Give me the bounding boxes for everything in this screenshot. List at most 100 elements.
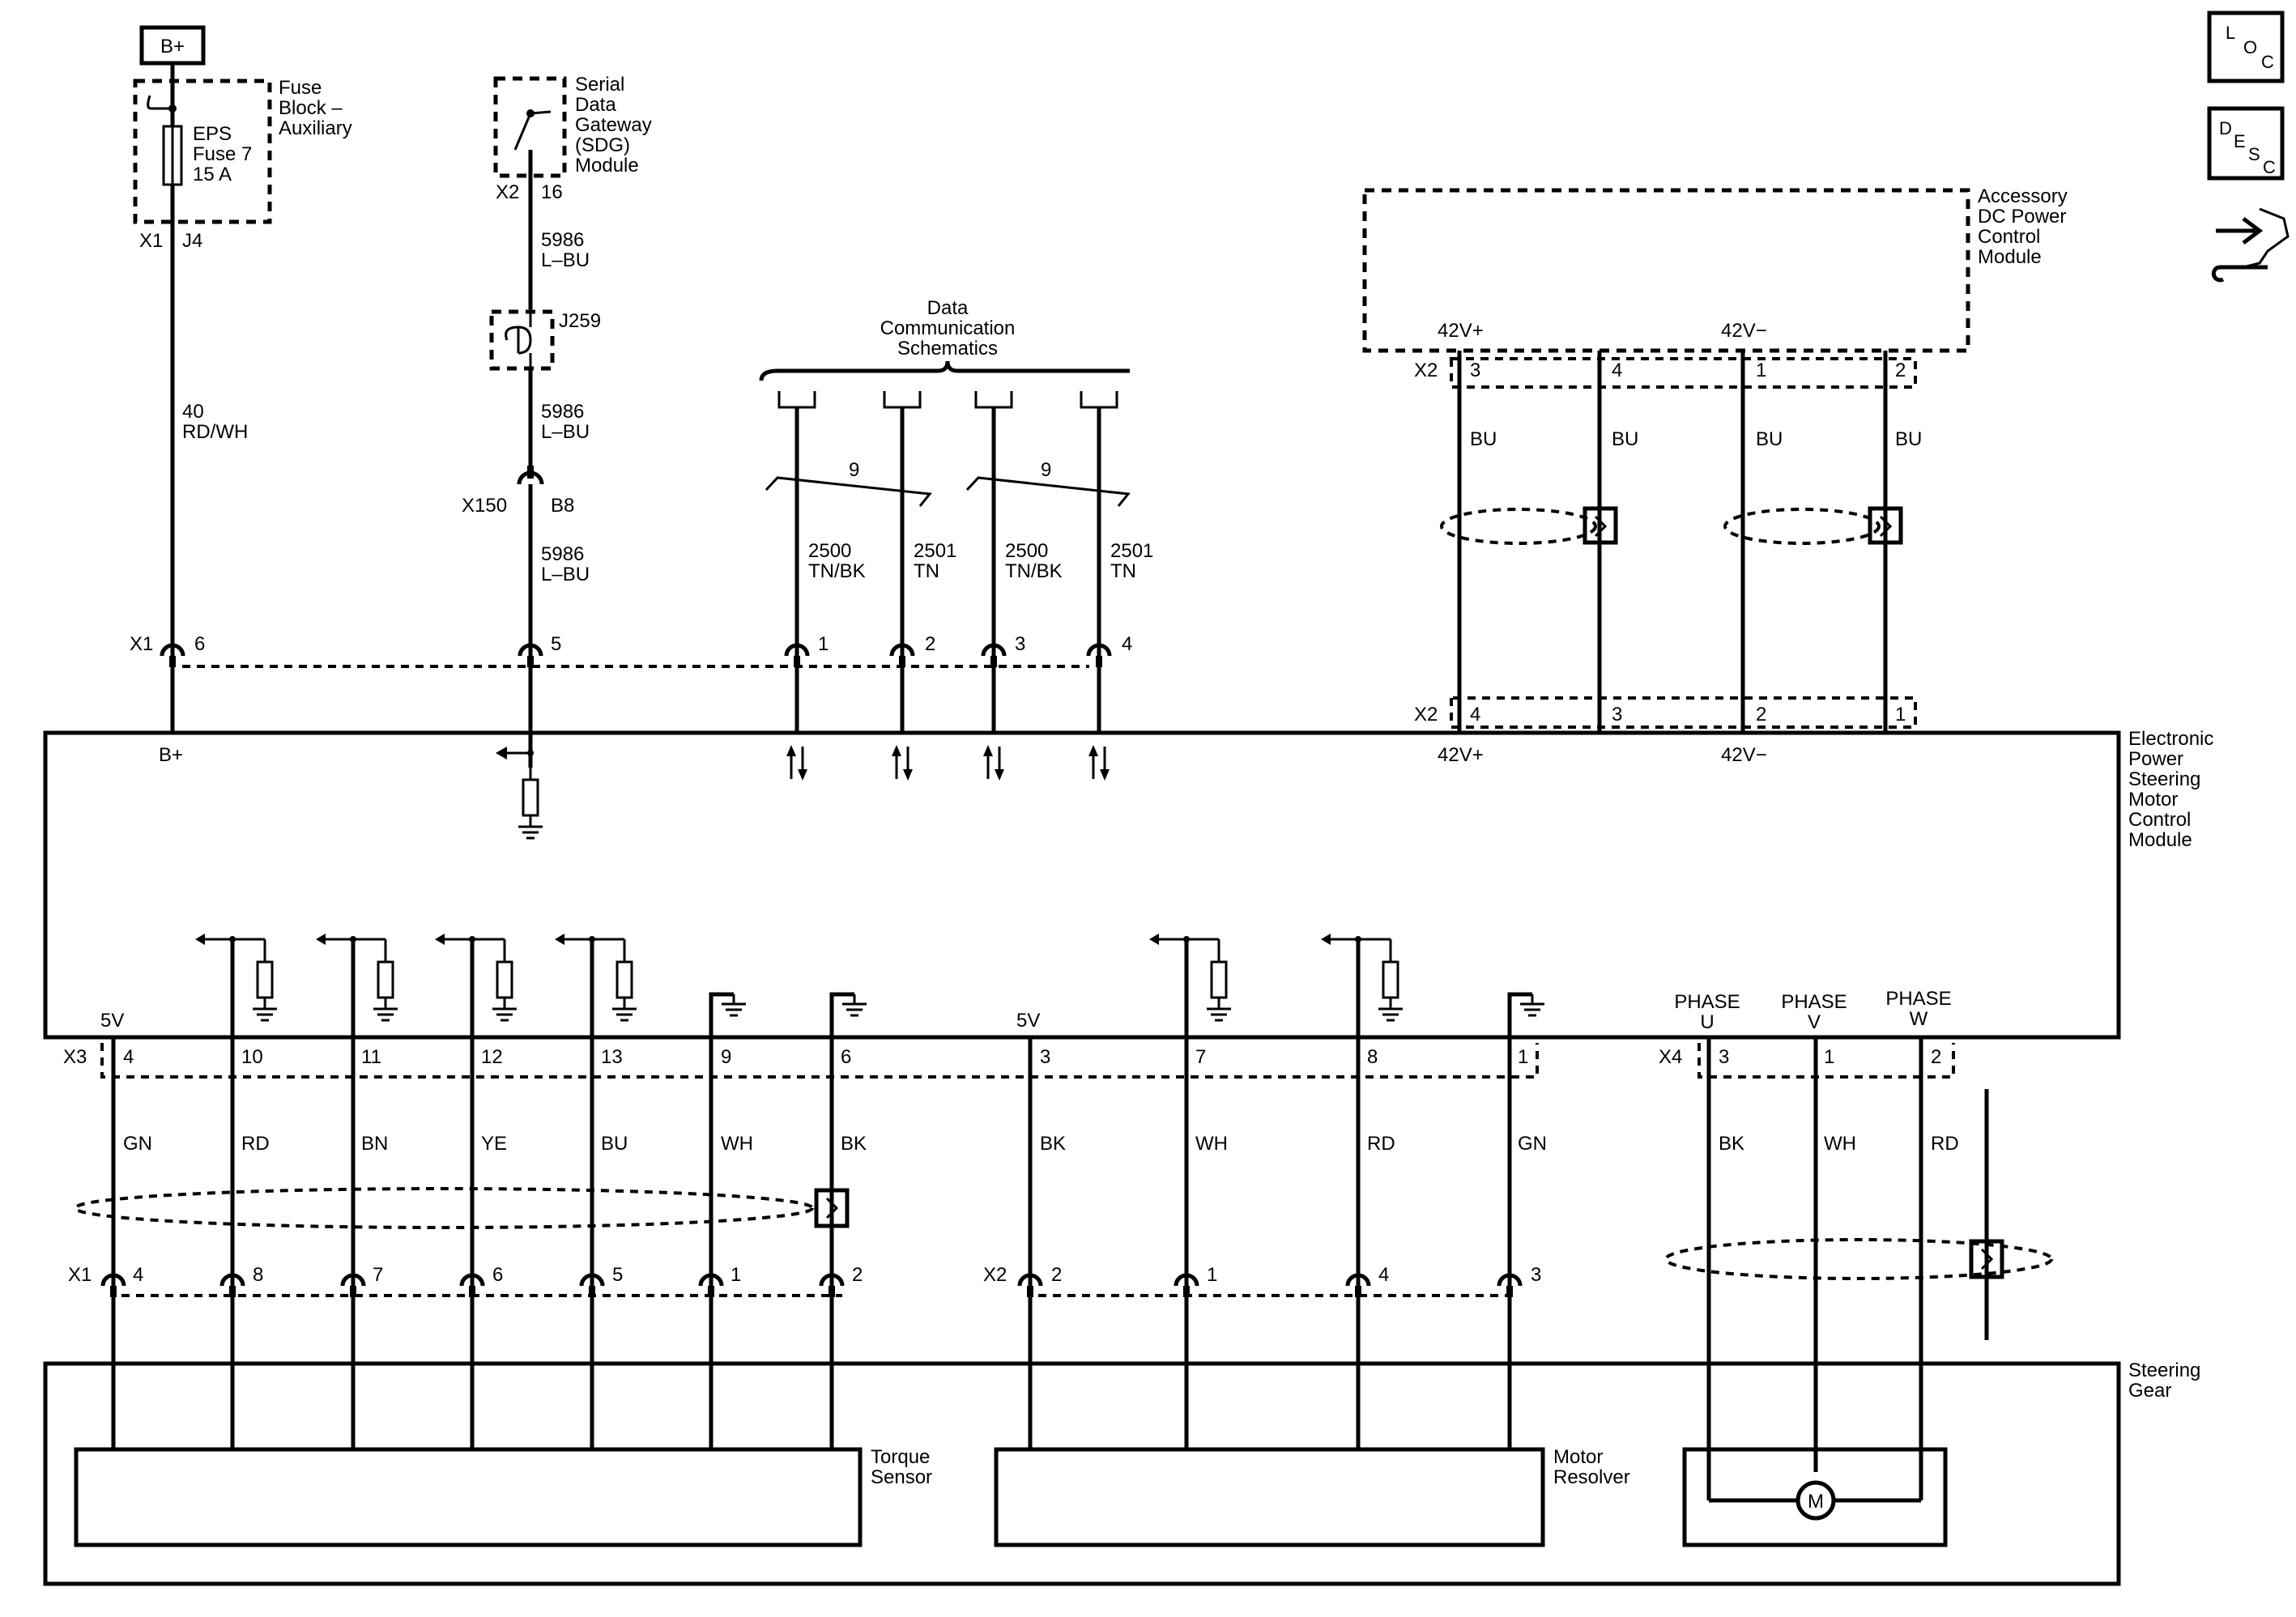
x3-pin: 10 bbox=[241, 1046, 263, 1068]
x4-pin-u: 3 bbox=[1719, 1046, 1729, 1068]
wire-color: BU bbox=[601, 1133, 628, 1155]
twist-count-1: 9 bbox=[849, 459, 859, 481]
sdg-module-box bbox=[493, 76, 567, 178]
lower-x2-connector: X2 bbox=[983, 1264, 1007, 1286]
x4-connector: X4 bbox=[1659, 1046, 1682, 1068]
data-comm-bracket bbox=[759, 360, 1130, 381]
wire-color: GN bbox=[1518, 1133, 1547, 1155]
x2-pin: 4 bbox=[1470, 704, 1480, 726]
shield-torque-sensor bbox=[74, 1187, 850, 1229]
acc-wires bbox=[1440, 351, 1903, 731]
inline-connector: X150 bbox=[462, 495, 507, 517]
lower-x1-pin: 1 bbox=[731, 1264, 741, 1286]
acc-pin: 3 bbox=[1470, 360, 1480, 381]
lower-x2-pin: 3 bbox=[1531, 1264, 1541, 1286]
x2-pin: 2 bbox=[1756, 704, 1766, 726]
x4-pin-v: 1 bbox=[1824, 1046, 1834, 1068]
acc-pin: 2 bbox=[1895, 360, 1906, 381]
bplus-label: B+ bbox=[160, 36, 185, 57]
bidirectional-arrows bbox=[785, 743, 1111, 782]
svg-text:S: S bbox=[2248, 144, 2260, 164]
lower-x1-connector: X1 bbox=[68, 1264, 92, 1286]
svg-text:C: C bbox=[2261, 52, 2274, 72]
acc-pin: 1 bbox=[1756, 360, 1766, 381]
lower-x1-pin: 8 bbox=[253, 1264, 263, 1286]
wire-color: BK bbox=[841, 1133, 867, 1155]
x3-pins: 4 10 11 12 13 9 6 3 7 8 1 bbox=[123, 1046, 1528, 1068]
wire-color: WH bbox=[1195, 1133, 1228, 1155]
motor-resolver bbox=[994, 1447, 1545, 1547]
motor-housing bbox=[1682, 1447, 1948, 1547]
service-info-icon[interactable] bbox=[2211, 207, 2290, 283]
x3-pin: 7 bbox=[1195, 1046, 1206, 1068]
x2-pin: 1 bbox=[1895, 704, 1906, 726]
eps-5v-torque: 5V bbox=[100, 1010, 124, 1032]
lower-x2-pins: 2 1 4 3 bbox=[1051, 1264, 1541, 1286]
eps-bplus: B+ bbox=[159, 744, 183, 766]
splice-j259 bbox=[489, 309, 555, 371]
x3-pin: 3 bbox=[1040, 1046, 1050, 1068]
splice-label: J259 bbox=[559, 310, 601, 332]
eps-42v-pos: 42V+ bbox=[1438, 744, 1484, 766]
eps-input-circuits bbox=[195, 934, 1546, 1037]
torque-sensor bbox=[74, 1447, 863, 1547]
x3-connector: X3 bbox=[63, 1046, 87, 1068]
acc-wire-color: BU bbox=[1612, 428, 1638, 450]
acc-42v-neg: 42V− bbox=[1721, 320, 1767, 342]
fuse-block-auxiliary bbox=[133, 79, 272, 224]
accessory-dc-power-module bbox=[1362, 188, 1970, 353]
x2-pin: 3 bbox=[1612, 704, 1622, 726]
fuse-connector: X1 bbox=[139, 230, 163, 252]
lower-connector-caps bbox=[103, 1275, 1520, 1297]
x1-connector: X1 bbox=[130, 633, 153, 655]
lower-x1-pins: 4 8 7 6 5 1 2 bbox=[133, 1264, 863, 1286]
eps-5v-resolver: 5V bbox=[1016, 1010, 1040, 1032]
motor-label: M bbox=[1808, 1491, 1824, 1513]
lower-x1-pin: 7 bbox=[373, 1264, 383, 1286]
acc-42v-pos: 42V+ bbox=[1438, 320, 1484, 342]
svg-text:L: L bbox=[2226, 23, 2235, 43]
x2-connector: X2 bbox=[1414, 704, 1438, 726]
x2-connector-outline bbox=[1450, 696, 1917, 729]
x4-pin-w: 2 bbox=[1931, 1046, 1941, 1068]
phase-v-color: WH bbox=[1824, 1133, 1856, 1155]
wire-color: YE bbox=[481, 1133, 507, 1155]
wire-color: BN bbox=[361, 1133, 388, 1155]
x3-wires bbox=[111, 1037, 1923, 1500]
acc-connector: X2 bbox=[1414, 360, 1438, 381]
x1-pin: 6 bbox=[194, 633, 205, 655]
x3-pin: 4 bbox=[123, 1046, 134, 1068]
wire-color: RD bbox=[1367, 1133, 1395, 1155]
eps-42v-neg: 42V− bbox=[1721, 744, 1767, 766]
acc-connector-outline bbox=[1450, 357, 1917, 389]
svg-text:D: D bbox=[2219, 118, 2232, 138]
svg-text:C: C bbox=[2263, 157, 2276, 177]
x1-pin: 2 bbox=[925, 633, 935, 655]
x1-pin: 3 bbox=[1015, 633, 1025, 655]
inline-pin: B8 bbox=[551, 495, 574, 517]
lower-x2-pin: 2 bbox=[1051, 1264, 1062, 1286]
x1-pin: 1 bbox=[818, 633, 829, 655]
bplus-box bbox=[139, 25, 206, 66]
wire-color: WH bbox=[721, 1133, 753, 1155]
sdg-internal-circuit bbox=[496, 733, 544, 840]
loc-icon[interactable]: LOC bbox=[2207, 11, 2285, 83]
